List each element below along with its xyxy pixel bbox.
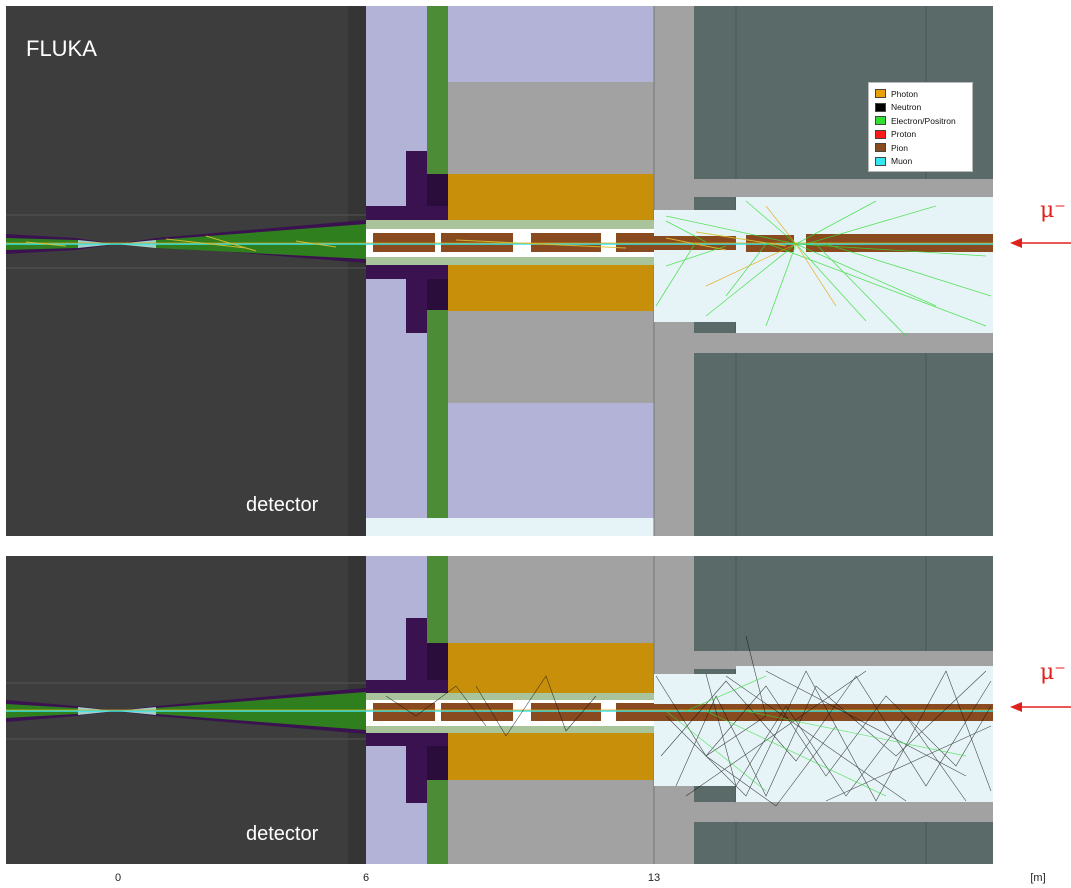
legend-item: Neutron: [875, 101, 972, 115]
beam-arrow-icon: [1010, 702, 1071, 712]
axis-tick-label: 6: [362, 872, 370, 884]
legend-label: Proton: [891, 129, 917, 140]
particle-legend: Photon Neutron Electron/Positron Proton …: [868, 82, 973, 172]
fluka-geometry: [6, 6, 993, 536]
orange-block-upper: [448, 643, 654, 693]
detector-region: [6, 6, 366, 536]
axis-tick-label: 0: [114, 872, 122, 884]
axis-tick-label: 13: [647, 872, 661, 884]
beam-particle-label: μ⁻: [1040, 198, 1066, 223]
orange-block-lower: [448, 265, 654, 311]
fluka-panel: FLUKA detector Photon Neutron Electron/P…: [6, 6, 993, 536]
legend-item: Muon: [875, 155, 972, 169]
second-simulation-panel: detector: [6, 556, 993, 864]
legend-swatch-muon: [875, 156, 886, 166]
legend-label: Pion: [891, 142, 909, 153]
detector-label: detector: [246, 494, 319, 516]
legend-item: Pion: [875, 141, 972, 155]
legend-item: Photon: [875, 87, 972, 101]
legend-swatch-electron: [875, 116, 886, 126]
second-geometry: [6, 556, 993, 864]
legend-label: Photon: [891, 88, 918, 99]
electron-shower: [655, 200, 992, 337]
beam-particle-label: μ⁻: [1040, 660, 1066, 685]
legend-label: Muon: [891, 156, 913, 167]
detector-label: detector: [246, 823, 319, 845]
legend-item: Proton: [875, 128, 972, 142]
beam-arrow-icon: [1010, 238, 1071, 248]
orange-block-upper: [448, 174, 654, 220]
orange-block-lower: [448, 732, 654, 780]
legend-label: Neutron: [891, 102, 922, 113]
simulation-label: FLUKA: [26, 36, 97, 61]
legend-item: Electron/Positron: [875, 114, 972, 128]
legend-swatch-pion: [875, 143, 886, 153]
legend-swatch-proton: [875, 129, 886, 139]
axis-unit-label: [m]: [1030, 872, 1046, 884]
legend-swatch-photon: [875, 89, 886, 99]
vacuum-region: [736, 197, 993, 333]
legend-label: Electron/Positron: [891, 115, 956, 126]
neutron-tracks: [385, 635, 992, 807]
legend-swatch-neutron: [875, 102, 886, 112]
